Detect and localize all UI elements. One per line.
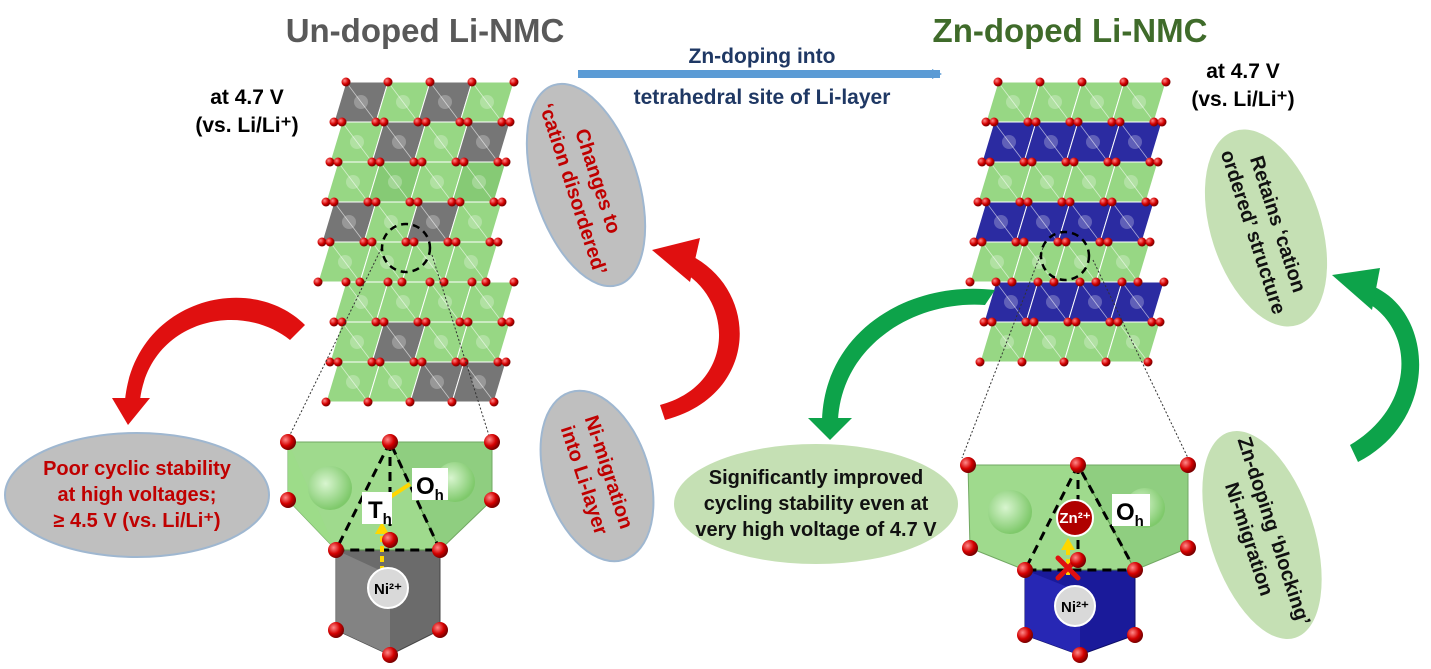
doping-arrow-label-1: Zn-doping into — [689, 45, 836, 68]
right-zoom-guides — [961, 247, 1189, 459]
undoped-crystal-lattice — [313, 77, 519, 407]
left-voltage-1: at 4.7 V — [210, 86, 284, 109]
right-oh-label: Oh — [1116, 499, 1144, 530]
oval-poor-stability: Poor cyclic stability at high voltages; … — [4, 432, 270, 558]
oval-improved-stability: Significantly improved cycling stability… — [674, 444, 958, 564]
oval-zn-blocking: Zn-doping ‘blocking’ Ni-migration — [1202, 431, 1322, 639]
green-arrow-to-improved-stability — [808, 288, 995, 440]
left-zoom-guides — [284, 244, 493, 446]
left-title: Un-doped Li-NMC — [286, 12, 565, 49]
left-site-marker — [380, 222, 432, 274]
zn-doped-crystal-lattice — [965, 77, 1171, 367]
right-site-marker — [1039, 230, 1091, 282]
doping-arrow-label-2: tetrahedral site of Li-layer — [634, 86, 891, 109]
left-th-label: Th — [368, 497, 392, 528]
right-zn-ion: Zn²⁺ — [1059, 510, 1090, 527]
improved-line-3: very high voltage of 4.7 V — [695, 519, 937, 541]
right-voltage-2: (vs. Li/Li⁺) — [1191, 88, 1294, 111]
left-voltage-2: (vs. Li/Li⁺) — [195, 114, 298, 137]
poor-stability-line-2: at high voltages; — [58, 484, 217, 506]
oval-ni-migration: Ni-migration into Li-layer — [539, 389, 655, 563]
improved-line-1: Significantly improved — [709, 467, 923, 489]
improved-line-2: cycling stability even at — [704, 493, 929, 515]
poor-stability-line-3: ≥ 4.5 V (vs. Li/Li⁺) — [53, 510, 220, 532]
right-zoom-cluster: Zn²⁺ Oh Ni²⁺ — [960, 457, 1196, 663]
right-title: Zn-doped Li-NMC — [933, 12, 1208, 49]
right-voltage-1: at 4.7 V — [1206, 60, 1280, 83]
oval-cation-ordered: Retains ‘cation ordered’ structure — [1204, 129, 1328, 327]
left-ni-ion: Ni²⁺ — [374, 581, 402, 598]
left-oh-label: Oh — [416, 473, 444, 504]
left-zoom-cluster: Th Oh Ni²⁺ — [280, 434, 500, 663]
poor-stability-line-1: Poor cyclic stability — [43, 458, 232, 480]
red-arrow-to-disordered — [652, 238, 740, 420]
right-ni-ion: Ni²⁺ — [1061, 599, 1089, 616]
red-arrow-to-poor-stability — [112, 297, 305, 425]
green-arrow-to-ordered — [1332, 268, 1420, 462]
